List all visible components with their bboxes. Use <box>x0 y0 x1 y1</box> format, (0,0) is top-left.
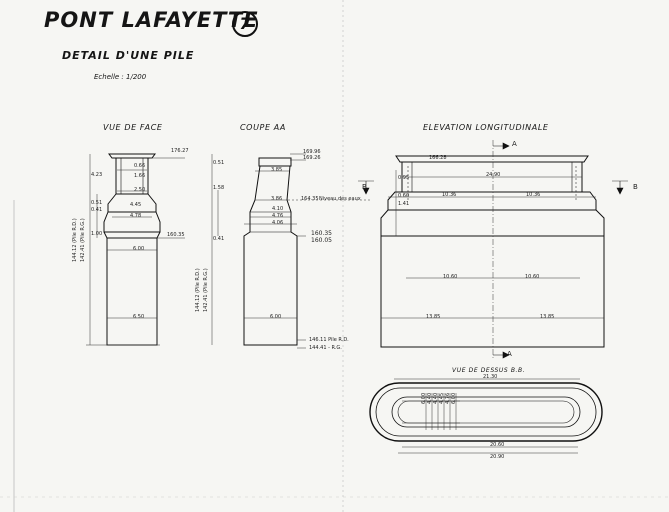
front-left-note: 142.41 (Pile R.G.) <box>80 218 86 262</box>
top-view-dims <box>394 378 580 454</box>
front-dim: 4.45 <box>130 202 142 208</box>
front-dim: 4.78 <box>130 213 142 219</box>
section-dim: 1.58 <box>213 185 225 191</box>
section-dim: 6.00 <box>270 314 282 320</box>
front-dim: 6.00 <box>133 246 145 252</box>
elevation-dim: 10.36 <box>442 192 457 198</box>
plate-number-circle: 7 <box>232 11 258 37</box>
front-view-title: VUE DE FACE <box>103 123 163 132</box>
section-left-note: 142.41 (Pile R.G.) <box>203 268 209 312</box>
elevation-dim: 1.41 <box>398 201 410 207</box>
elevation-view-drawing <box>380 155 605 348</box>
front-dim: 1.00 <box>91 231 103 237</box>
front-level-1: 160.35 <box>167 232 185 238</box>
section-dim: 0.41 <box>213 236 225 242</box>
top-view-stack-dim: 6.00 <box>451 392 457 404</box>
top-view-dim: 20.90 <box>490 454 505 460</box>
section-dim: 3.85 <box>271 167 283 173</box>
section-bottom-level: 144.41 - R.G. <box>309 345 342 351</box>
front-dim: 0.51 <box>91 200 103 206</box>
section-left-note: 144.12 (Pile R.D.) <box>195 268 201 312</box>
section-bottom-level: 146.11 Pile R.D. <box>309 337 349 343</box>
water-level-note: Niveau des eaux <box>319 196 361 202</box>
front-top-level: 176.27 <box>171 148 189 154</box>
section-mid-level: 160.05 <box>311 237 332 244</box>
section-mark-a: A <box>512 140 517 148</box>
top-view-title: VUE DE DESSUS B.B. <box>452 367 526 374</box>
section-arrows <box>362 142 624 359</box>
front-dim: 4.23 <box>91 172 103 178</box>
front-dim: 1.66 <box>134 173 146 179</box>
section-top-level: 169.26 <box>303 155 321 161</box>
water-level: 164.35 <box>301 196 319 202</box>
front-view-dims <box>86 154 185 346</box>
scale-note: Echelle : 1/200 <box>94 73 147 81</box>
elevation-dim: 0.60 <box>398 193 410 199</box>
section-view-drawing <box>243 157 298 346</box>
elevation-dim: 10.60 <box>525 274 540 280</box>
elevation-dim: 13.85 <box>426 314 441 320</box>
elevation-dim: 10.60 <box>443 274 458 280</box>
elevation-view-dims <box>358 140 628 358</box>
elevation-top-level: 166.28 <box>429 155 447 161</box>
elevation-view-title: ELEVATION LONGITUDINALE <box>423 123 549 132</box>
elevation-dim: 10.36 <box>526 192 541 198</box>
section-dim: 3.86 <box>271 196 283 202</box>
elevation-dim: 24.90 <box>486 172 501 178</box>
drawing-title: PONT LAFAYETTE <box>44 8 259 32</box>
section-mark-a: A <box>507 350 512 358</box>
front-dim: 0.41 <box>91 207 103 213</box>
drawing-subtitle: DETAIL D'UNE PILE <box>62 49 195 62</box>
front-left-note: 144.12 (Pile R.D.) <box>72 218 78 262</box>
section-dim: 4.76 <box>272 213 284 219</box>
section-mark-b: B <box>633 183 638 191</box>
section-view-dims <box>211 153 370 349</box>
section-mark-b: B <box>362 183 367 191</box>
front-view-drawing <box>103 153 161 346</box>
front-dim: 0.66 <box>134 163 146 169</box>
front-dim: 2.50 <box>134 187 146 193</box>
elevation-dim: 13.85 <box>540 314 555 320</box>
section-dim: 4.06 <box>272 220 284 226</box>
top-view-dim: 20.60 <box>490 442 505 448</box>
elevation-dim: 0.95 <box>398 175 410 181</box>
front-dim: 6.50 <box>133 314 145 320</box>
section-mid-level: 160.35 <box>311 230 332 237</box>
section-view-title: COUPE AA <box>240 123 286 132</box>
top-view-dim: 21.30 <box>483 374 498 380</box>
section-dim: 4.10 <box>272 206 284 212</box>
top-view-drawing <box>369 382 603 442</box>
section-dim: 0.51 <box>213 160 225 166</box>
section-top-level: 169.96 <box>303 149 321 155</box>
